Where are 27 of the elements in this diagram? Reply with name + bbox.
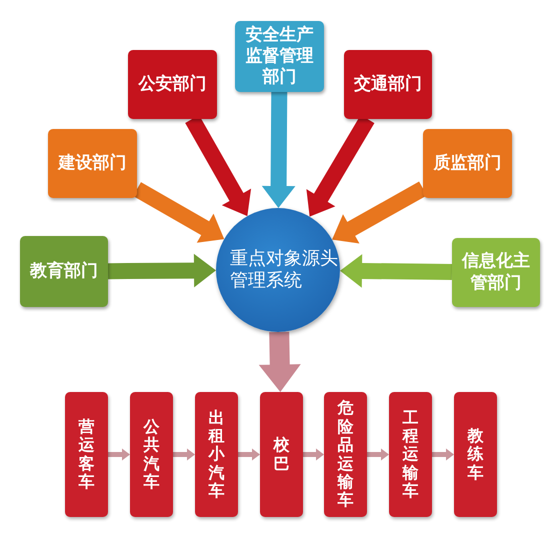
arrow [332,182,427,244]
department-box: 交通部门 [344,50,432,119]
arrow [238,448,260,460]
vehicle-box: 校巴 [260,392,303,517]
vehicle-box: 出租小汽车 [195,392,238,517]
arrow [432,448,454,460]
department-box: 质监部门 [423,129,512,198]
arrow [133,182,224,243]
arrow [262,92,296,208]
department-box: 安全生产监督管理部门 [235,21,324,92]
department-box: 建设部门 [48,129,137,198]
department-box: 公安部门 [128,50,217,119]
department-box: 教育部门 [20,236,108,307]
department-box: 信息化主管部门 [452,238,540,307]
arrow [108,254,216,288]
arrow [108,448,130,460]
vehicle-box: 工程运输车 [389,392,432,517]
vehicle-box: 教练车 [454,392,497,517]
arrow [303,448,324,460]
vehicle-box: 危险品运输车 [324,392,367,517]
arrow [173,448,195,460]
system-circle: 重点对象源头管理系统 [216,208,340,332]
vehicle-box: 营运客车 [65,392,108,517]
arrow [340,254,452,288]
vehicle-box: 公共汽车 [130,392,173,517]
arrow [258,332,301,392]
arrow [367,448,389,460]
